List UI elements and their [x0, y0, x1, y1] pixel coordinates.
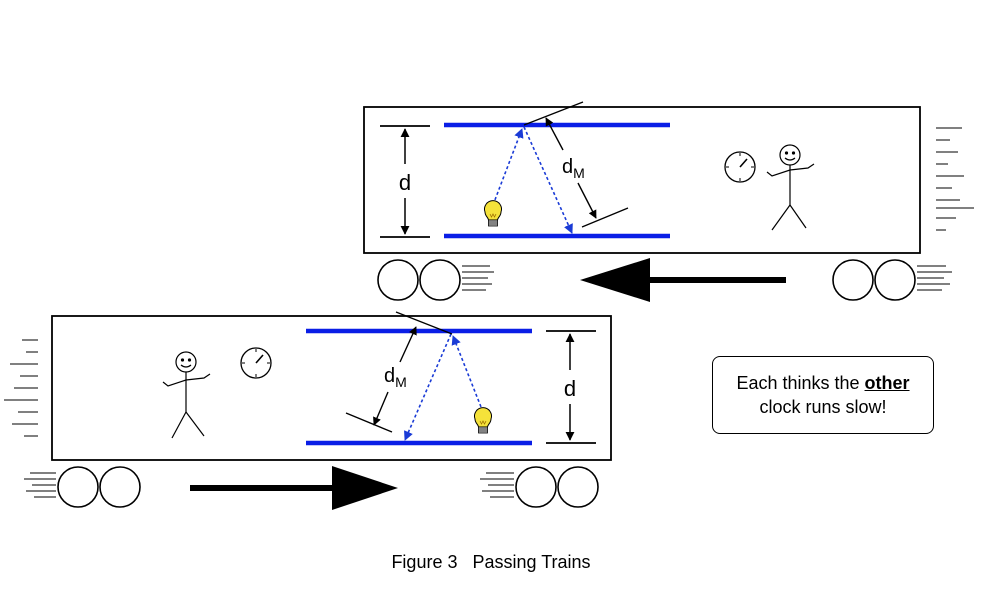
- lower-light-bulb-icon: [474, 407, 492, 434]
- callout-text-before: Each thinks the: [736, 373, 865, 393]
- lower-observer-figure: [162, 351, 211, 439]
- lower-train-wheels: [57, 466, 599, 508]
- upper-direction-arrow: [580, 258, 786, 302]
- lower-distance-dimension: d: [546, 330, 596, 444]
- callout-line-1: Each thinks the other: [713, 371, 933, 395]
- upper-wheel-motion-lines: [462, 265, 952, 291]
- lower-train-car: [51, 315, 612, 461]
- figure-title: Passing Trains: [472, 552, 591, 572]
- lower-train-motion-lines: [4, 339, 38, 437]
- lower-wheel-motion-lines: [24, 472, 514, 498]
- upper-train-motion-lines: [936, 127, 974, 231]
- upper-moving-distance-label: dM: [562, 156, 585, 181]
- callout-emphasis: other: [864, 373, 910, 393]
- callout-line-2: clock runs slow!: [759, 397, 887, 417]
- upper-clock-icon: [724, 151, 756, 183]
- upper-train: d dM: [363, 101, 974, 302]
- lower-light-path: [404, 333, 484, 441]
- lower-clock-icon: [240, 347, 272, 379]
- lower-direction-arrow: [190, 466, 398, 510]
- lower-moving-distance-dimension: dM: [345, 311, 453, 433]
- lower-distance-label: d: [564, 376, 576, 401]
- upper-train-wheels: [377, 259, 916, 301]
- figure-caption: Figure 3 Passing Trains: [0, 552, 982, 573]
- upper-light-path: [492, 126, 573, 234]
- upper-moving-distance-dimension: dM: [523, 101, 629, 228]
- upper-distance-label: d: [399, 170, 411, 195]
- lower-train: dM d: [4, 311, 612, 510]
- upper-observer-figure: [766, 144, 815, 231]
- upper-light-bulb-icon: [484, 200, 502, 227]
- figure-number: Figure 3: [391, 552, 458, 572]
- callout-box: Each thinks the other clock runs slow!: [712, 356, 934, 434]
- upper-train-car: [363, 106, 921, 254]
- lower-moving-distance-label: dM: [384, 365, 407, 390]
- upper-distance-dimension: d: [380, 125, 430, 238]
